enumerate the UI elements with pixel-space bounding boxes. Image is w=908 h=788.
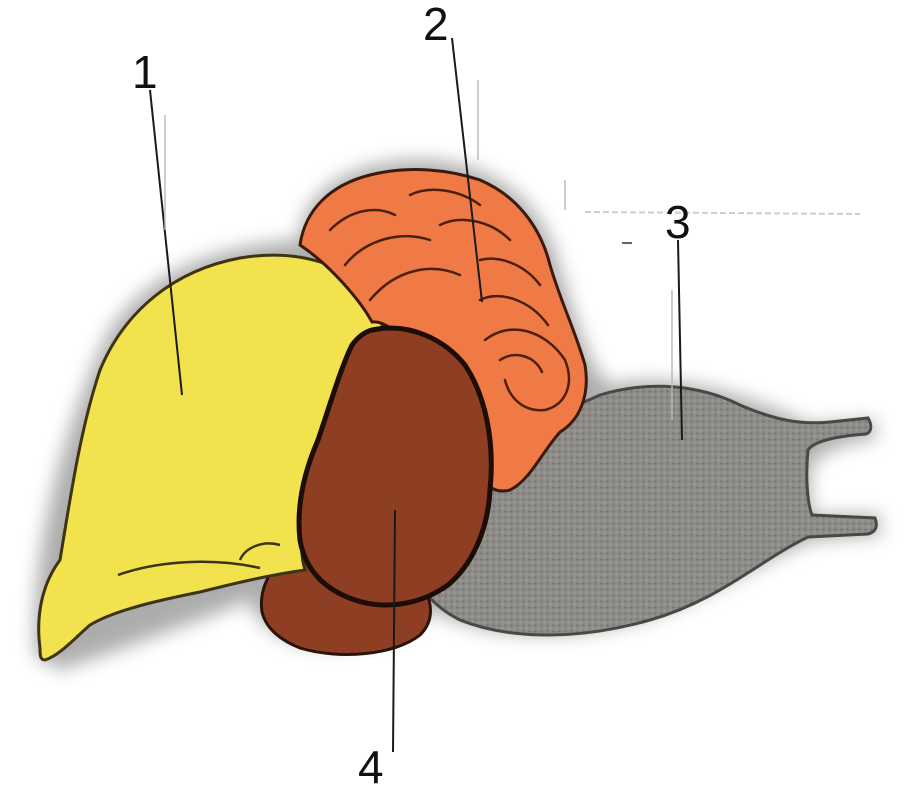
callout-label-2: 2 xyxy=(423,0,449,50)
callout-label-1: 1 xyxy=(132,46,158,98)
callout-label-3: 3 xyxy=(665,196,691,248)
callout-label-4: 4 xyxy=(358,741,384,788)
